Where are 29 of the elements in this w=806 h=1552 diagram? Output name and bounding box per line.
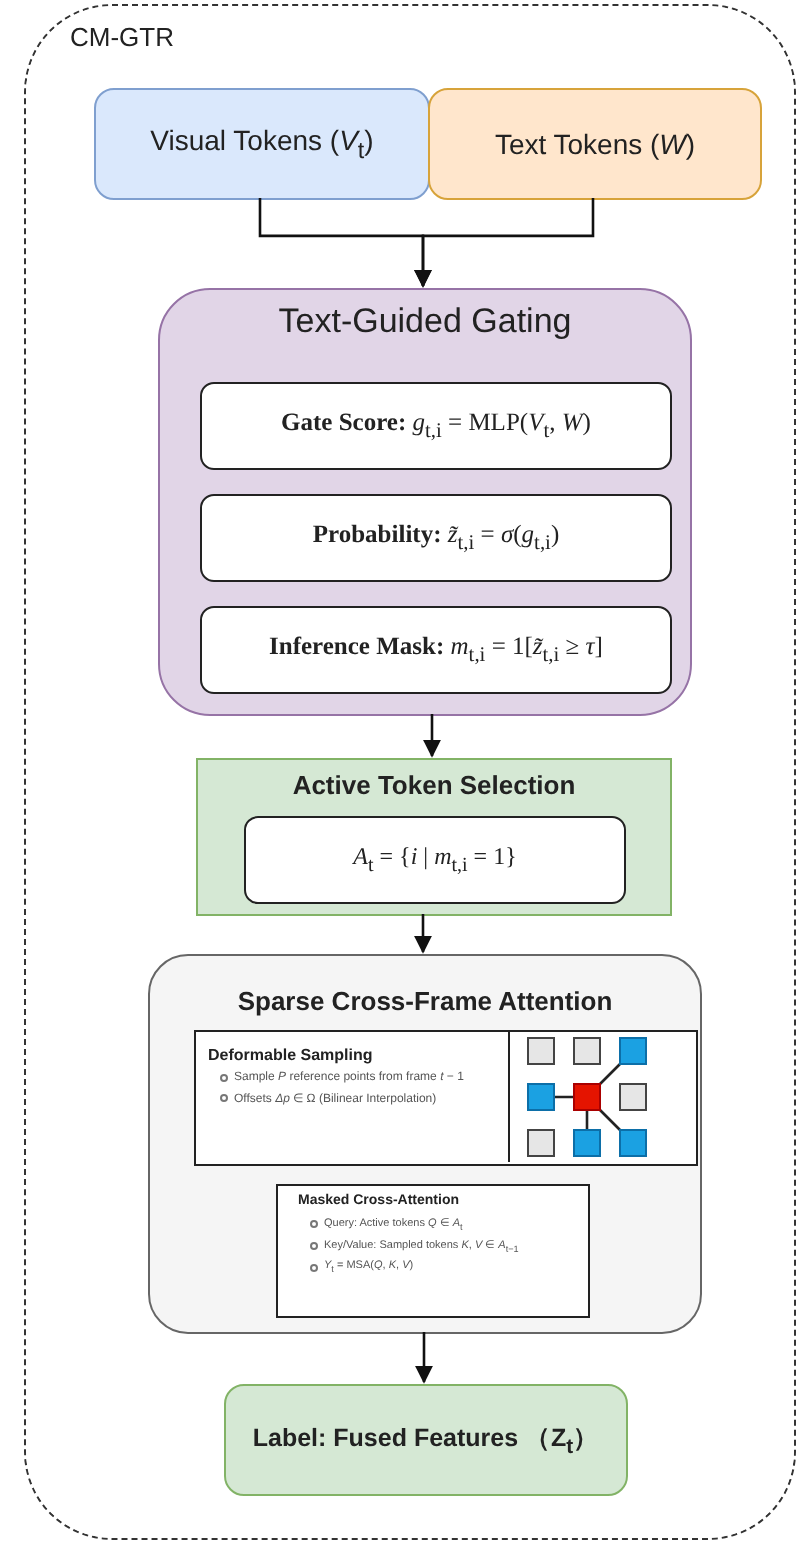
arrow: [413, 914, 433, 954]
formula-text: Gate Score: g$_{t,i}$ = MLP(V$_{t}$, W): [281, 408, 591, 444]
arrow: [414, 1332, 434, 1384]
formula-box: [200, 494, 672, 582]
attention-panel: [276, 1184, 590, 1318]
module-box: [158, 288, 692, 716]
dashed-container: [24, 4, 796, 1540]
module-title: Sparse Cross-Frame Attention: [237, 986, 613, 1016]
output-box: [224, 1384, 628, 1496]
input-box: [428, 88, 762, 200]
arrow: [413, 198, 595, 288]
box-label: Label: Fused Features （Z$_{t}$）: [252, 1421, 600, 1459]
module-box: [196, 758, 672, 916]
box-label: Visual Tokens (V$_{t}$): [150, 124, 374, 164]
module-title: Text-Guided Gating: [278, 302, 572, 342]
module-title: Active Token Selection: [292, 770, 576, 800]
sampling-panel: [194, 1030, 698, 1166]
formula-box: [244, 816, 626, 904]
formula-text: Inference Mask: m$_{t,i}$ = 1[z̃$_{t,i}$ ≥ τ]: [269, 632, 603, 668]
formula-text: A$_{t}$ = {i | m$_{t,i}$ = 1}: [353, 842, 517, 878]
container-title: CM-GTR: [70, 22, 174, 52]
formula-box: [200, 382, 672, 470]
module-box: [148, 954, 702, 1334]
input-box: [94, 88, 430, 200]
panel-heading: Deformable Sampling: [208, 1046, 373, 1064]
box-label: Text Tokens (W): [494, 128, 696, 160]
arrow: [422, 714, 442, 758]
formula-text: Probability: z̃$_{t,i}$ = σ(g$_{t,i}$): [312, 520, 560, 556]
formula-box: [200, 606, 672, 694]
